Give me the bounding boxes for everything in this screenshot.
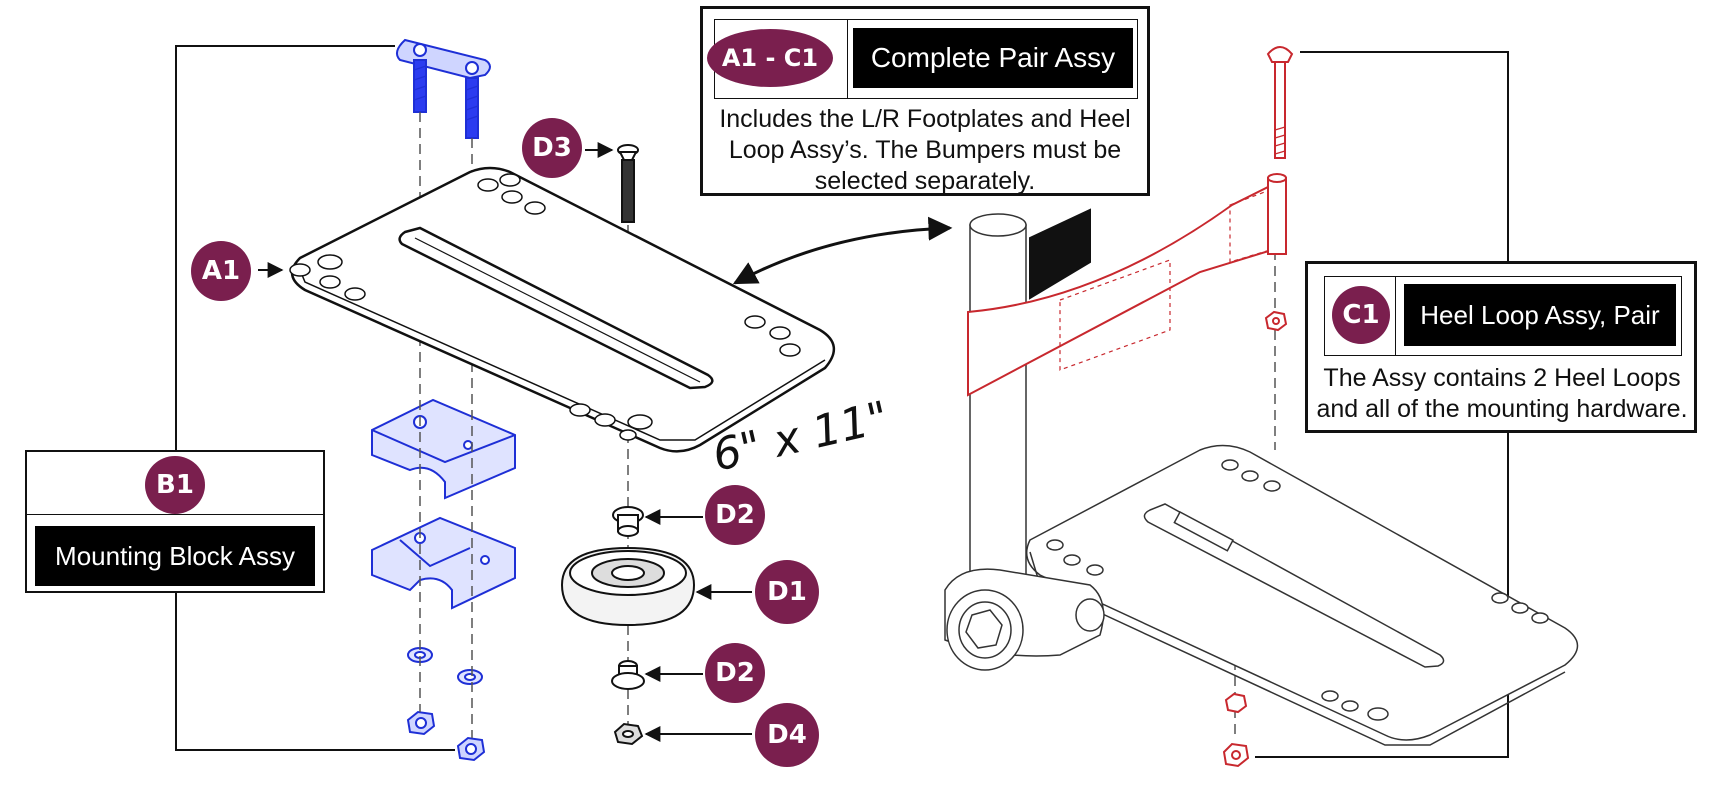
d2-lower-part-badge: D2 <box>705 643 765 703</box>
b1-badge: B1 <box>145 456 205 514</box>
mounting-block-title: Mounting Block Assy <box>35 526 315 586</box>
screw-d3-drawing <box>617 144 639 223</box>
mounting-block-callout: B1 Mounting Block Assy <box>25 450 325 593</box>
mounting-block-header <box>25 514 325 515</box>
heel-loop-note: The Assy contains 2 Heel Loops and all o… <box>1310 363 1694 425</box>
heel-loop-header <box>1324 276 1682 356</box>
heel-loop-callout: C1 Heel Loop Assy, Pair The Assy contain… <box>1305 261 1697 433</box>
a1-c1-badge: A1 - C1 <box>707 29 833 87</box>
d3-part-badge: D3 <box>522 118 582 178</box>
complete-pair-note: Includes the L/R Footplates and Heel Loo… <box>709 104 1141 197</box>
complete-pair-callout: A1 - C1 Complete Pair Assy Includes the … <box>700 6 1150 196</box>
footplate-a1-drawing <box>289 166 835 453</box>
heel-loop-note-line: and all of the mounting hardware. <box>1316 395 1688 423</box>
heel-loop-note-line: The Assy contains 2 Heel Loops <box>1323 364 1681 392</box>
c1-badge: C1 <box>1332 286 1390 344</box>
mounting-block-assy-drawing <box>371 38 516 762</box>
complete-pair-note-line: Loop Assy’s. The Bumpers must be <box>728 136 1122 164</box>
bumper-hardware-drawing <box>560 506 696 746</box>
complete-pair-title: Complete Pair Assy <box>853 28 1133 88</box>
complete-pair-note-line: selected separately. <box>814 167 1036 195</box>
assembled-footplate-drawing <box>944 213 1579 746</box>
heel-loop-drawing <box>967 46 1294 768</box>
d4-part-badge: D4 <box>755 703 819 767</box>
c1-bracket-line <box>1300 51 1509 270</box>
complete-pair-note-line: Includes the L/R Footplates and Heel <box>719 105 1131 133</box>
b1-bracket-line <box>175 45 395 450</box>
heel-loop-title: Heel Loop Assy, Pair <box>1404 284 1676 346</box>
d2-upper-part-badge: D2 <box>705 485 765 545</box>
b1-bracket-line-lower <box>175 593 455 751</box>
a1-part-badge: A1 <box>191 241 251 301</box>
d1-part-badge: D1 <box>755 560 819 624</box>
c1-bracket-line-lower <box>1255 432 1509 758</box>
